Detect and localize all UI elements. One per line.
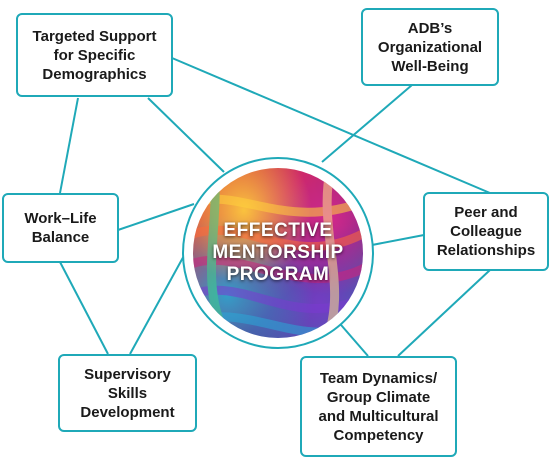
line-worklife-to-supervisory [59, 261, 109, 355]
line-supervisory-to-center [129, 251, 187, 355]
line-targeted-to-worklife [59, 97, 79, 194]
center-hub: EFFECTIVE MENTORSHIP PROGRAM [182, 157, 374, 349]
node-peer-relationships: Peer and Colleague Relationships [423, 192, 549, 271]
center-hub-label: EFFECTIVE MENTORSHIP PROGRAM [212, 220, 344, 285]
node-peer-relationships-label: Peer and Colleague Relationships [436, 204, 536, 259]
line-peer-to-team [397, 269, 491, 357]
node-team-dynamics: Team Dynamics/ Group Climate and Multicu… [300, 356, 457, 457]
line-targeted-to-center [147, 97, 225, 173]
center-hub-artwork: EFFECTIVE MENTORSHIP PROGRAM [193, 168, 363, 338]
node-supervisory-skills-label: Supervisory Skills Development [80, 365, 175, 421]
node-work-life-balance: Work–Life Balance [2, 193, 119, 263]
line-adb-to-center [321, 84, 413, 163]
node-adb-wellbeing-label: ADB’s Organizational Well-Being [377, 19, 483, 75]
node-team-dynamics-label: Team Dynamics/ Group Climate and Multicu… [318, 369, 439, 444]
line-worklife-to-center [117, 203, 195, 231]
node-supervisory-skills: Supervisory Skills Development [58, 354, 197, 432]
swirl-artwork [193, 168, 363, 338]
node-work-life-balance-label: Work–Life Balance [24, 210, 97, 246]
line-targeted-to-peer [171, 57, 491, 194]
node-adb-wellbeing: ADB’s Organizational Well-Being [361, 8, 499, 86]
node-targeted-support: Targeted Support for Specific Demographi… [16, 13, 173, 97]
line-peer-to-center [371, 234, 425, 246]
node-targeted-support-label: Targeted Support for Specific Demographi… [32, 27, 157, 83]
